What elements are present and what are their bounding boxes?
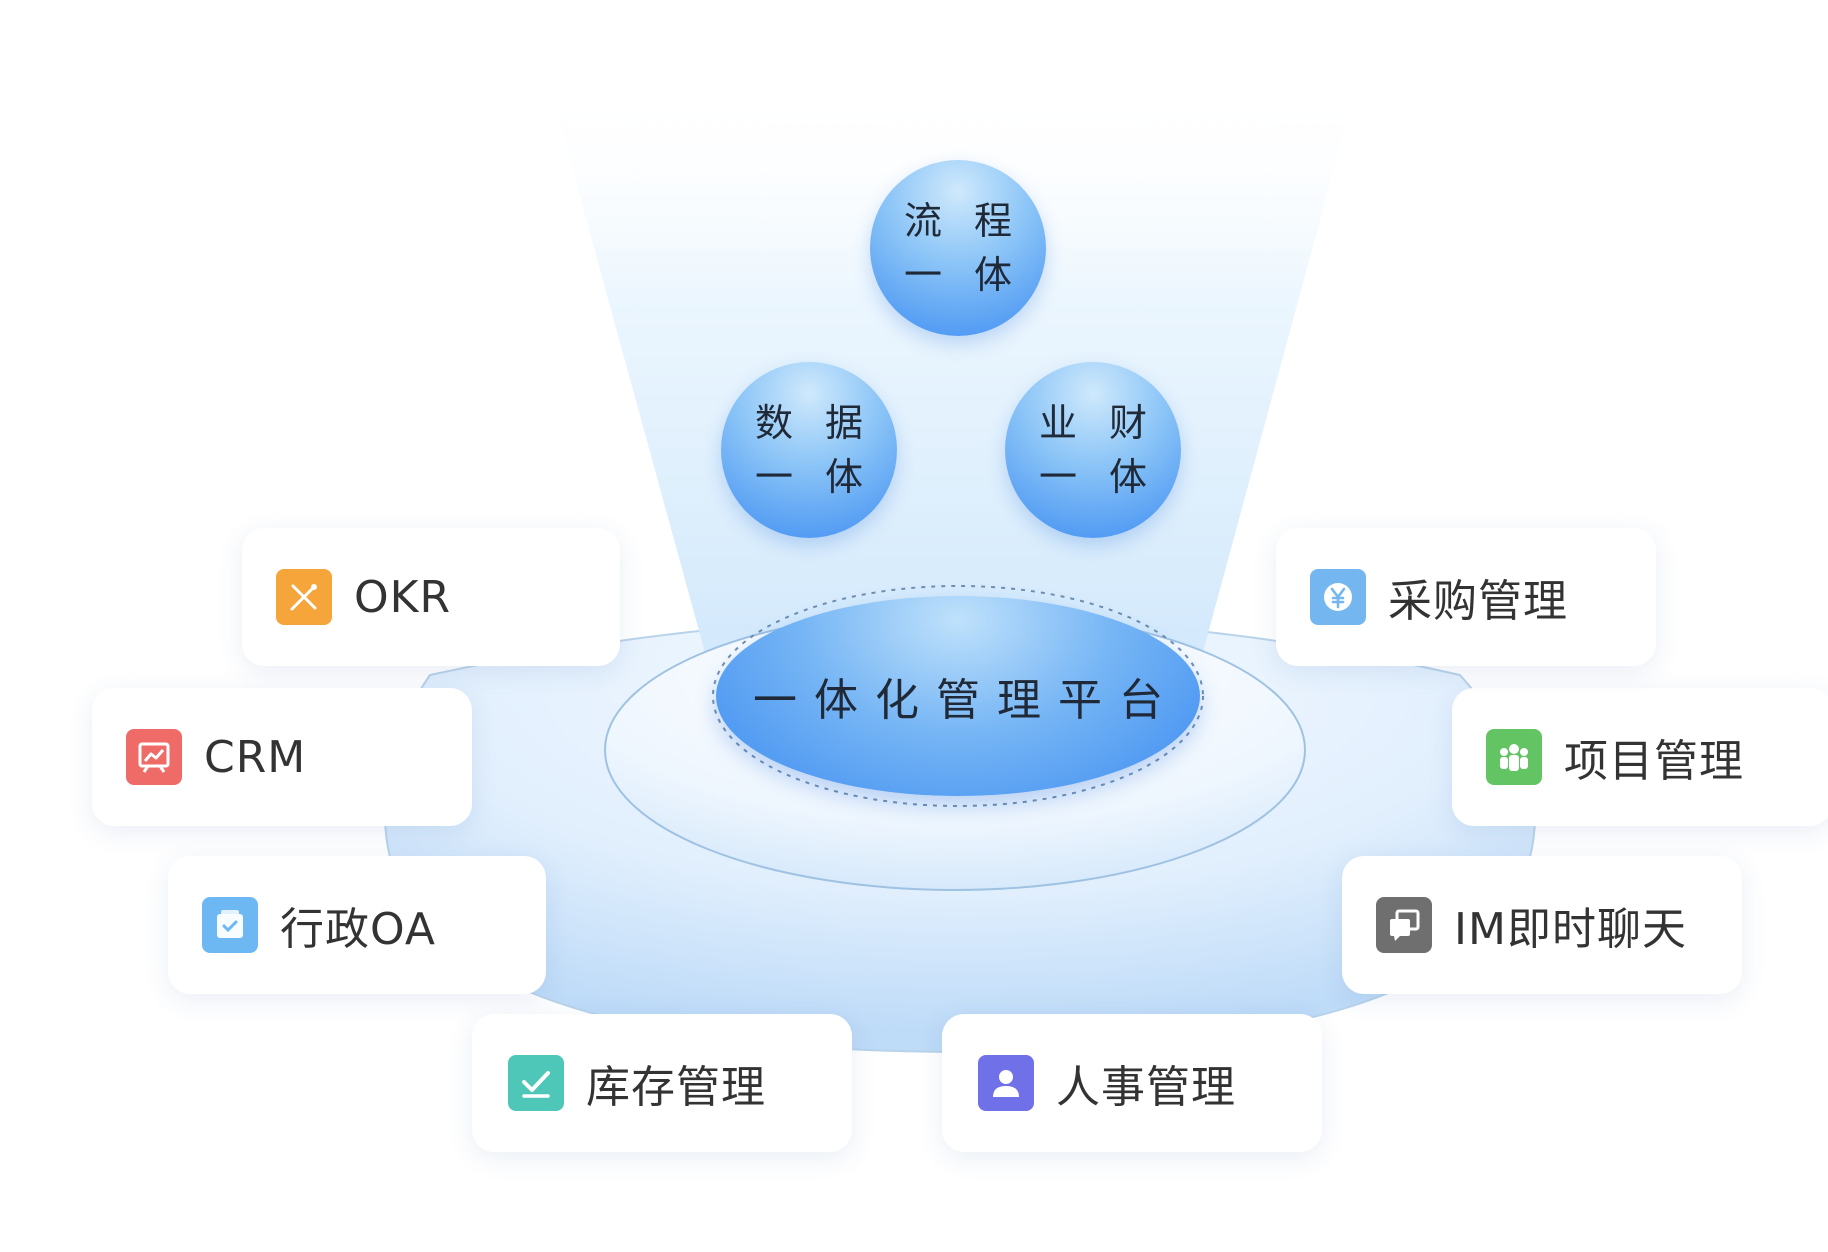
module-label-im-chat: IM即时聊天	[1454, 904, 1687, 955]
module-card-okr[interactable]: OKR	[242, 528, 620, 666]
module-card-hr[interactable]: 人事管理	[942, 1014, 1322, 1152]
module-card-inventory[interactable]: 库存管理	[472, 1014, 852, 1152]
module-label-okr: OKR	[354, 571, 452, 623]
module-card-purchasing[interactable]: 采购管理	[1276, 528, 1656, 666]
pillar-finance-line2: 一 体	[1038, 455, 1158, 499]
pillar-data-line2: 一 体	[754, 455, 874, 499]
module-label-inventory: 库存管理	[586, 1062, 766, 1113]
module-label-hr: 人事管理	[1056, 1062, 1236, 1113]
pillar-process-line2: 一 体	[903, 253, 1023, 297]
module-label-admin-oa: 行政OA	[280, 904, 436, 955]
module-label-purchasing: 采购管理	[1388, 576, 1568, 627]
core-platform: 一体化管理平台	[716, 596, 1200, 796]
core-platform-title: 一体化管理平台	[753, 675, 1180, 726]
pillar-finance-line1: 业 财	[1038, 401, 1158, 445]
module-card-admin-oa[interactable]: 行政OA	[168, 856, 546, 994]
module-card-crm[interactable]: CRM	[92, 688, 472, 826]
pillar-process-line1: 流 程	[903, 199, 1023, 243]
module-card-project[interactable]: 项目管理	[1452, 688, 1828, 826]
yen-coin-icon	[1310, 569, 1366, 625]
pillar-finance: 业 财 一 体	[1005, 362, 1181, 538]
module-card-im-chat[interactable]: IM即时聊天	[1342, 856, 1742, 994]
module-label-project: 项目管理	[1564, 736, 1744, 787]
module-label-crm: CRM	[204, 731, 307, 783]
chart-board-icon	[126, 729, 182, 785]
core-dashed-ring	[712, 585, 1204, 807]
pillar-process: 流 程 一 体	[870, 160, 1046, 336]
pillar-data: 数 据 一 体	[721, 362, 897, 538]
chat-windows-icon	[1376, 897, 1432, 953]
person-icon	[978, 1055, 1034, 1111]
calendar-check-icon	[202, 897, 258, 953]
team-icon	[1486, 729, 1542, 785]
pillar-data-line1: 数 据	[754, 401, 874, 445]
checkmark-icon	[508, 1055, 564, 1111]
light-beam	[548, 80, 1358, 700]
pencil-ruler-icon	[276, 569, 332, 625]
